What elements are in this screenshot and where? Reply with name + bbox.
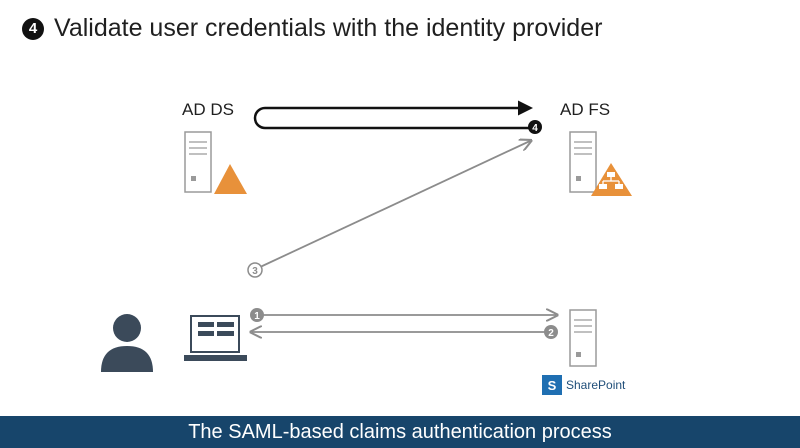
step-title-text: Validate user credentials with the ident… bbox=[54, 14, 603, 42]
step-marker-2: 2 bbox=[544, 325, 558, 339]
authentication-diagram: S 4 3 1 2 bbox=[101, 100, 632, 395]
ad-fs-ad-ds-loop-arrow bbox=[253, 100, 533, 130]
svg-text:2: 2 bbox=[548, 328, 554, 339]
svg-text:3: 3 bbox=[252, 266, 258, 277]
step-number-badge: 4 bbox=[22, 17, 44, 40]
sharepoint-label: SharePoint bbox=[566, 378, 626, 392]
sharepoint-logo-icon: S bbox=[542, 375, 562, 395]
step-marker-3: 3 bbox=[247, 262, 263, 278]
ad-ds-server-icon bbox=[184, 131, 212, 193]
step-title: 4 Validate user credentials with the ide… bbox=[22, 14, 602, 43]
step-marker-1: 1 bbox=[250, 308, 264, 322]
ad-fs-server-icon bbox=[569, 131, 597, 193]
ad-fs-federation-triangle-icon bbox=[591, 163, 632, 196]
ad-fs-label: AD FS bbox=[560, 100, 611, 119]
ad-ds-label: AD DS bbox=[182, 100, 234, 119]
sharepoint-server-icon bbox=[569, 309, 597, 367]
user-person-icon bbox=[101, 314, 153, 372]
footer-caption: The SAML-based claims authentication pro… bbox=[188, 420, 612, 443]
svg-text:S: S bbox=[548, 378, 557, 393]
footer-caption-bar: The SAML-based claims authentication pro… bbox=[0, 416, 800, 448]
client-to-ad-fs-arrow bbox=[257, 141, 530, 269]
svg-text:1: 1 bbox=[254, 311, 260, 322]
ad-ds-warning-triangle-icon bbox=[214, 164, 247, 194]
step-marker-4: 4 bbox=[528, 120, 542, 134]
laptop-icon bbox=[184, 315, 247, 361]
svg-text:4: 4 bbox=[532, 123, 538, 134]
